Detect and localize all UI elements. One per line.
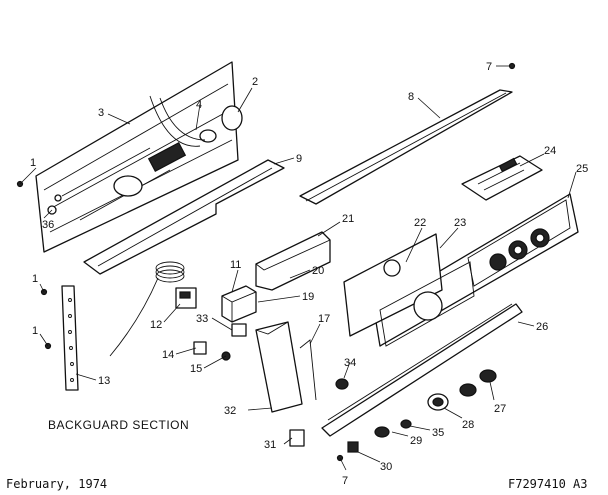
backguard-trim-strip [83,159,285,275]
callout-29: 29 [410,435,422,447]
rear-backguard-panel [35,61,239,253]
callout-4: 4 [196,99,202,111]
callout-14: 14 [162,349,174,361]
switch-cover [255,231,331,291]
part-number: F7297410 A3 [508,477,588,491]
callout-7-top: 7 [486,61,492,73]
ballast [175,287,197,309]
lower-trim-strip [321,303,523,437]
callout-1-mid: 1 [32,273,38,285]
light-switch-box [221,285,257,323]
socket-parts [193,323,247,361]
callout-7-bottom: 7 [342,475,348,487]
callout-9: 9 [296,153,302,165]
callout-11: 11 [230,259,241,271]
callout-32: 32 [224,405,236,417]
callout-20: 20 [312,265,324,277]
callout-21: 21 [342,213,354,225]
callout-8: 8 [408,91,414,103]
callout-35: 35 [432,427,444,439]
date-label: February, 1974 [6,477,108,491]
callout-17: 17 [318,313,330,325]
callout-28: 28 [462,419,474,431]
callout-19: 19 [302,291,314,303]
end-bracket [255,321,317,413]
callout-3: 3 [98,107,104,119]
callout-12: 12 [150,319,162,331]
top-trim [299,89,513,205]
callout-30: 30 [380,461,392,473]
callout-24: 24 [544,145,556,157]
mounting-clip [289,429,305,447]
clock-panel [343,233,475,347]
callout-22: 22 [414,217,426,229]
callout-labels: 1 2 3 4 36 9 1 13 1 11 12 33 14 15 19 20… [30,61,588,487]
callout-23: 23 [454,217,466,229]
callout-2: 2 [252,76,258,88]
callout-1-low: 1 [32,325,38,337]
wire-harness-coil [109,261,185,357]
callout-15: 15 [190,363,202,375]
control-knobs [335,369,497,453]
callout-25: 25 [576,163,588,175]
fluorescent-lamp-assembly [113,95,243,197]
instruction-label-plate [461,155,543,201]
callout-31: 31 [264,439,276,451]
callout-26: 26 [536,321,548,333]
side-bracket [61,285,79,391]
section-title: BACKGUARD SECTION [48,418,190,432]
callout-34: 34 [344,357,356,369]
callout-33: 33 [196,313,208,325]
callout-1-top: 1 [30,157,36,169]
callout-13: 13 [98,375,110,387]
callout-27: 27 [494,403,506,415]
leader-lines [19,65,577,471]
callout-36: 36 [42,219,54,231]
